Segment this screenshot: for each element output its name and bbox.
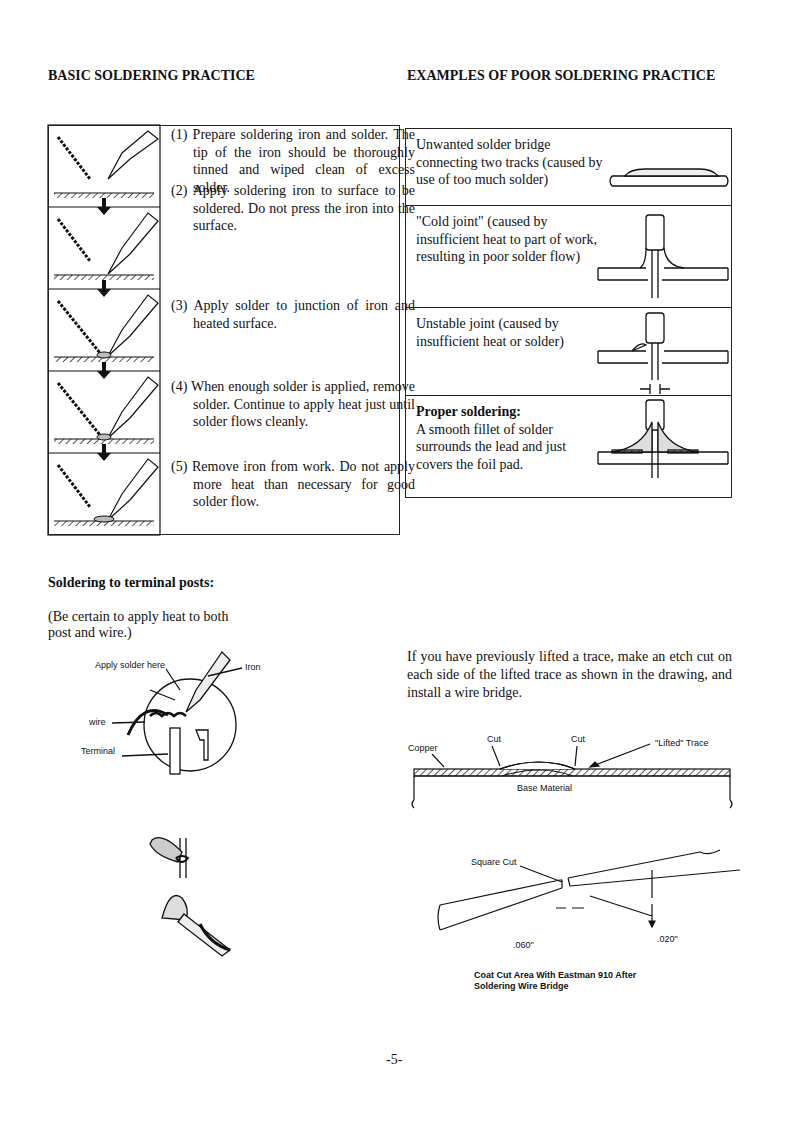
down-arrow [97, 453, 111, 461]
example-cell: Proper soldering:A smooth fillet of sold… [405, 395, 732, 498]
step-art [97, 352, 111, 358]
step-art [108, 377, 158, 438]
cell-text: A smooth fillet of solder surrounds the … [416, 421, 606, 474]
step-text: (3) Apply solder to junction of iron and… [171, 297, 415, 332]
caption-note: Coat Cut Area With Eastman 910 After Sol… [474, 970, 644, 992]
section-heading: EXAMPLES OF POOR SOLDERING PRACTICE [407, 68, 715, 84]
callout-label: Cut [486, 734, 502, 745]
step-art [58, 301, 100, 353]
down-arrow [102, 280, 106, 289]
page-number: -5- [386, 1052, 402, 1068]
callout-label: "Lifted" Trace [654, 738, 709, 749]
step-text: (5) Remove iron from work. Do not apply … [171, 458, 415, 511]
note-text: (Be certain to apply heat to both post a… [48, 609, 248, 641]
example-cell: "Cold joint" (caused by insufficient hea… [405, 205, 732, 308]
dimension: .020" [656, 934, 679, 945]
step-text: (2) Apply soldering iron to surface to b… [171, 182, 415, 235]
step-art [108, 459, 158, 520]
step-art [48, 125, 160, 535]
down-arrow [97, 289, 111, 297]
cell-text: Unwanted solder bridge connecting two tr… [416, 136, 606, 189]
example-cell: Unwanted solder bridge connecting two tr… [405, 128, 732, 206]
cell-text: Unstable joint (caused by insufficient h… [416, 315, 606, 350]
step-art [108, 131, 158, 179]
step-art [54, 193, 154, 198]
example-cell: Unstable joint (caused by insufficient h… [405, 307, 732, 396]
step-art [58, 219, 90, 261]
callout-label: Cut [570, 734, 586, 745]
callout-label: Iron [244, 662, 262, 673]
down-arrow [102, 444, 106, 453]
callout-label: Terminal [80, 746, 116, 757]
step-text: (4) When enough solder is applied, remov… [171, 378, 415, 431]
step-art [58, 383, 100, 435]
down-arrow [102, 362, 106, 371]
callout-label: Apply solder here [94, 660, 166, 671]
part-label: Base Material [516, 783, 573, 794]
step-art [108, 213, 158, 274]
down-arrow [97, 207, 111, 215]
steps-panel: (1) Prepare soldering iron and solder. T… [48, 125, 400, 535]
section-heading: BASIC SOLDERING PRACTICE [48, 68, 255, 84]
step-art [97, 434, 111, 440]
step-art [54, 275, 154, 280]
step-art [94, 516, 114, 522]
step-art [58, 465, 90, 507]
callout-label: Square Cut [470, 857, 518, 868]
down-arrow [102, 198, 106, 207]
cell-text: "Cold joint" (caused by insufficient hea… [416, 213, 606, 266]
down-arrow [97, 371, 111, 379]
dimension: .060" [512, 940, 535, 951]
callout-label: wire [88, 717, 107, 728]
step-art [58, 137, 90, 179]
subheading: Soldering to terminal posts: [48, 575, 214, 591]
step-art [108, 295, 158, 356]
instruction-text: If you have previously lifted a trace, m… [407, 648, 732, 702]
cell-heading: Proper soldering: [416, 403, 606, 421]
callout-label: Copper [407, 743, 439, 754]
